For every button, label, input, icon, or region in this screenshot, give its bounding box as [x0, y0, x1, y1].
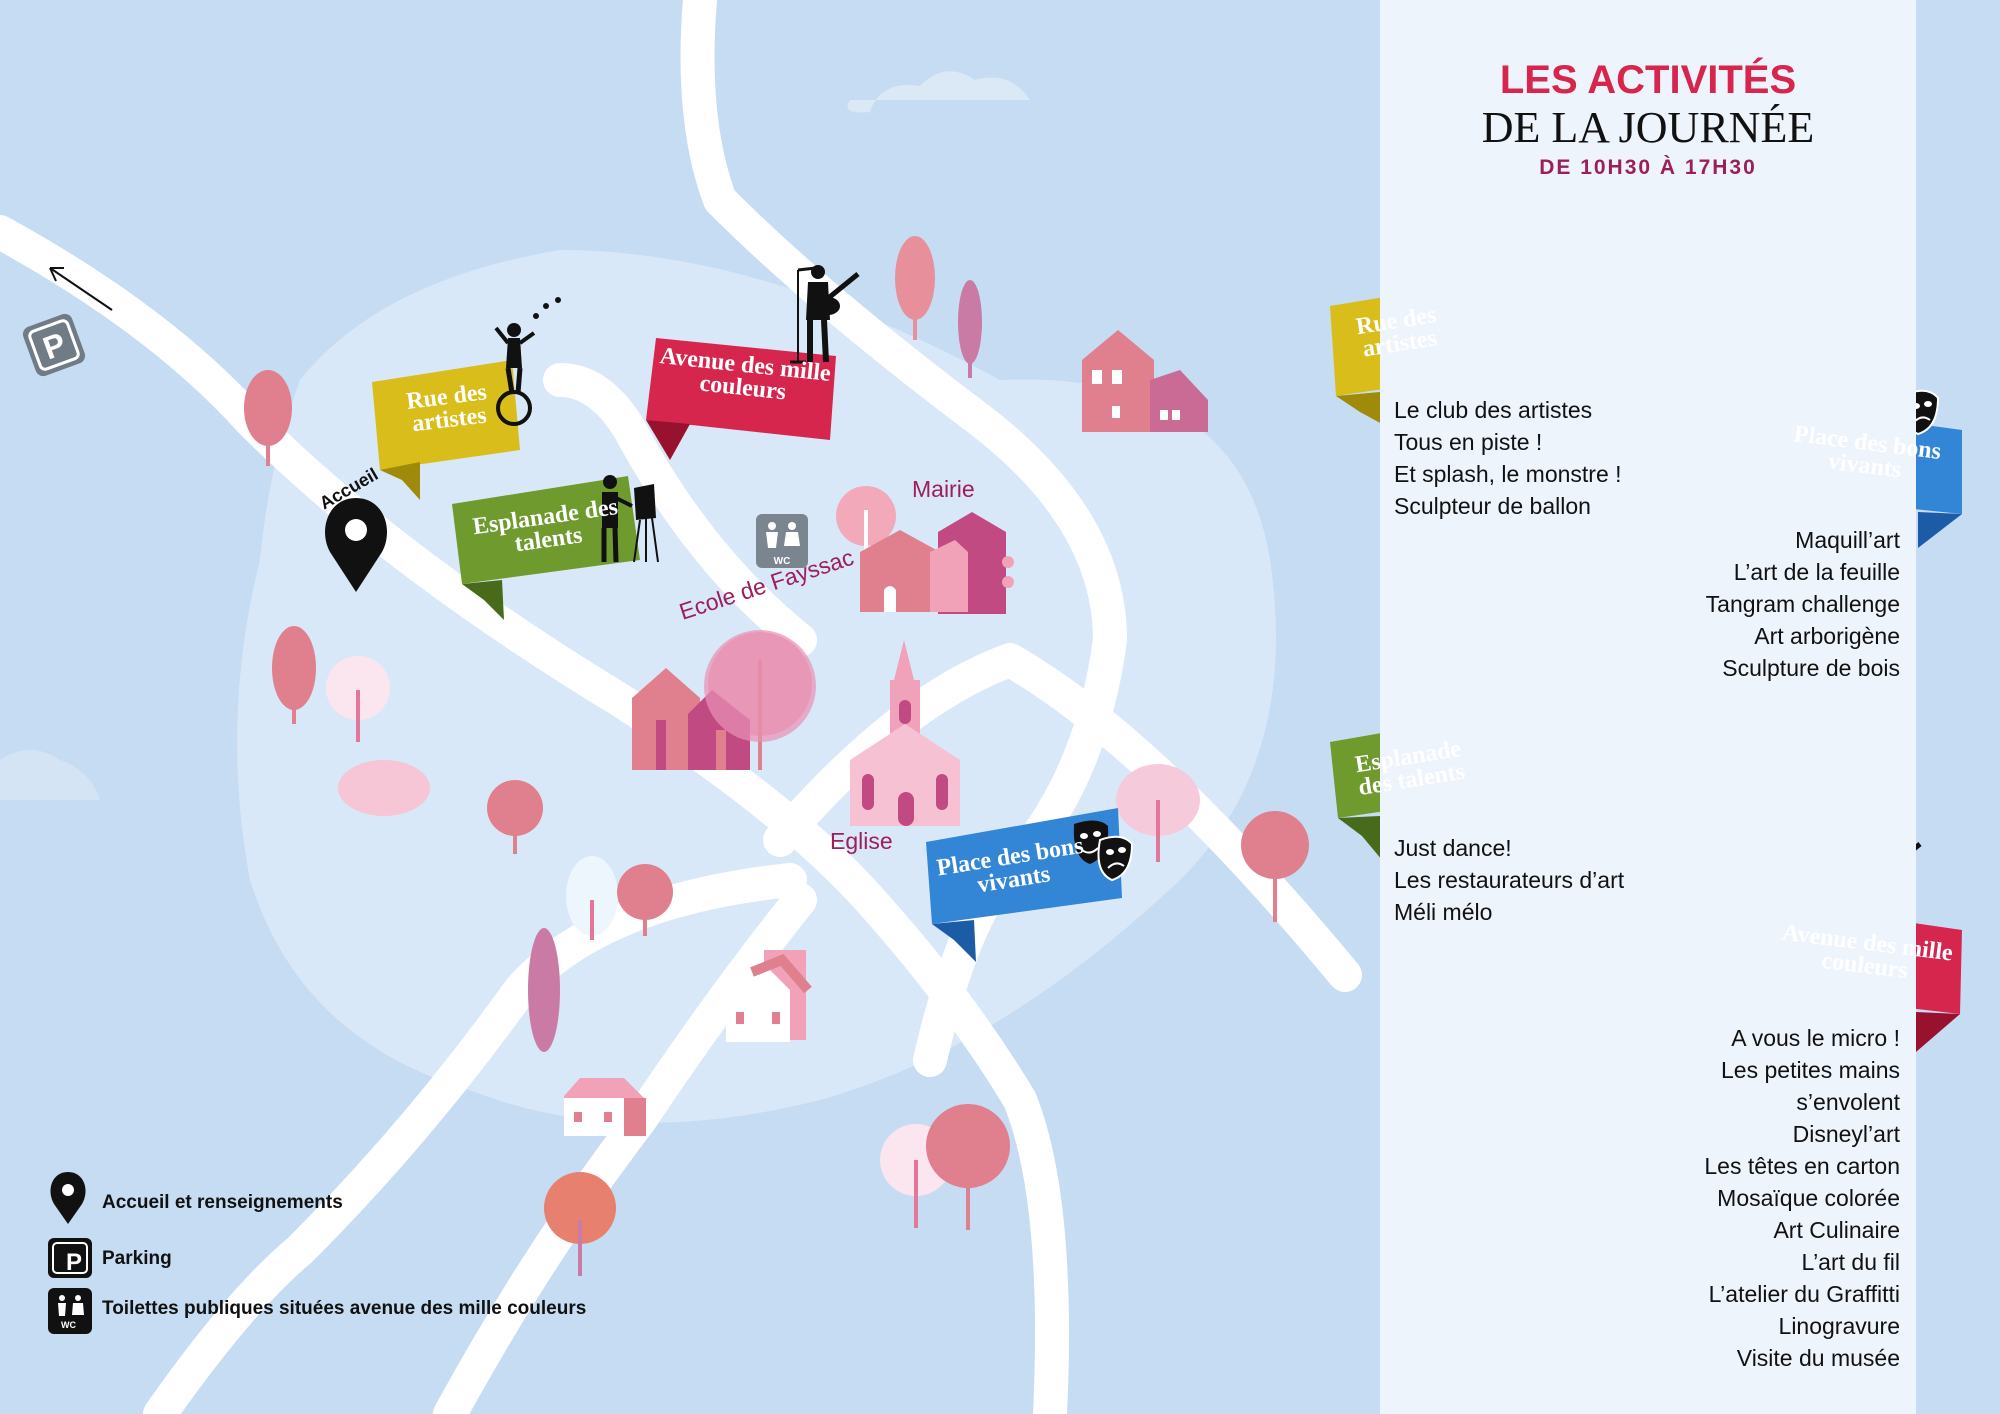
tree-icon: [528, 928, 560, 1052]
banner-place-des-bons-vivants: [926, 808, 1133, 962]
activity-item: Linogravure: [1778, 1313, 1900, 1339]
house-icon: [726, 950, 812, 1042]
activity-item: Visite du musée: [1736, 1345, 1900, 1371]
activity-item: Et splash, le monstre !: [1394, 461, 1622, 487]
activity-item: Le club des artistes: [1394, 397, 1593, 423]
activity-item: Maquill’art: [1795, 527, 1900, 553]
legend-accueil-icon: [50, 1172, 86, 1224]
tree-icon: [566, 856, 618, 940]
wc-sign-icon: WC: [756, 514, 808, 568]
legend-parking-letter: P: [66, 1249, 83, 1276]
mairie-building: [860, 512, 1014, 614]
activity-item: s’envolent: [1796, 1089, 1900, 1115]
legend-parking-icon: [48, 1238, 92, 1278]
eglise-label: Eglise: [830, 828, 893, 854]
legend-wc-icon: [48, 1288, 92, 1334]
activity-item: Mosaïque colorée: [1717, 1185, 1900, 1211]
tree-icon: [1116, 764, 1200, 862]
parking-sign-icon: P: [22, 313, 86, 377]
activity-item: Tangram challenge: [1705, 591, 1900, 617]
tree-icon: [272, 626, 316, 724]
tree-icon: [338, 760, 430, 816]
cloud-shape: [0, 750, 100, 800]
tree-icon: [487, 780, 543, 854]
tree-icon: [926, 1104, 1010, 1230]
activity-item: Sculpture de bois: [1722, 655, 1900, 681]
tree-icon: [895, 236, 935, 340]
house-icon: [564, 1078, 646, 1136]
tree-icon: [958, 280, 982, 378]
direction-arrow-head: [49, 267, 64, 282]
house-icon: [1082, 330, 1208, 432]
activity-item: Art Culinaire: [1773, 1217, 1900, 1243]
legend-accueil-text: Accueil et renseignements: [102, 1192, 343, 1213]
activity-item: Disneyl’art: [1792, 1121, 1900, 1147]
activity-item: Art arborigène: [1754, 623, 1900, 649]
activities-panel: LES ACTIVITÉS DE LA JOURNÉE DE 10H30 À 1…: [1380, 0, 1916, 1414]
activity-item: L’art du fil: [1801, 1249, 1900, 1275]
legend-toilettes-text: Toilettes publiques situées avenue des m…: [102, 1298, 587, 1319]
accueil-pin-icon: [325, 498, 387, 592]
panel-title-line2: DE LA JOURNÉE: [1481, 103, 1815, 152]
banner-rue-des-artistes: [372, 297, 561, 500]
activity-item: Tous en piste !: [1394, 429, 1543, 455]
wc-sign-text: WC: [774, 556, 791, 567]
activity-item: Les têtes en carton: [1704, 1153, 1900, 1179]
activity-item: Les petites mains: [1721, 1057, 1900, 1083]
tree-icon: [326, 656, 390, 742]
activity-item: A vous le micro !: [1731, 1025, 1900, 1051]
mairie-label: Mairie: [912, 476, 975, 502]
legend-parking-text: Parking: [102, 1248, 172, 1269]
banner-esplanade-des-talents: [452, 475, 658, 620]
legend-wc-text: WC: [61, 1320, 76, 1330]
direction-arrow: [49, 267, 113, 311]
tree-icon: [1241, 811, 1309, 922]
avenue-activities-list: A vous le micro ! Les petites mains s’en…: [1600, 1022, 1900, 1374]
esplanade-activities-list: Just dance! Les restaurateurs d’art Méli…: [1394, 832, 1624, 928]
place-activities-list: Maquill’art L’art de la feuille Tangram …: [1600, 524, 1900, 684]
banner-avenue-des-mille-couleurs: [646, 265, 858, 460]
cloud-shape: [847, 71, 1030, 113]
activity-item: L’atelier du Graffitti: [1708, 1281, 1900, 1307]
activity-item: Sculpteur de ballon: [1394, 493, 1591, 519]
rue-activities-list: Le club des artistes Tous en piste ! Et …: [1394, 394, 1622, 522]
activity-item: Les restaurateurs d’art: [1394, 867, 1625, 893]
activity-item: Just dance!: [1394, 835, 1512, 861]
tree-icon: [836, 486, 896, 560]
tree-icon: [617, 864, 673, 936]
panel-title-line1: LES ACTIVITÉS: [1499, 58, 1797, 102]
activity-item: L’art de la feuille: [1733, 559, 1900, 585]
tree-icon: [544, 1172, 616, 1276]
activity-item: Méli mélo: [1394, 899, 1493, 925]
church-building: [850, 640, 960, 826]
tree-icon: [244, 370, 292, 466]
panel-hours: DE 10H30 À 17H30: [1539, 156, 1757, 179]
school-building: [632, 630, 816, 770]
